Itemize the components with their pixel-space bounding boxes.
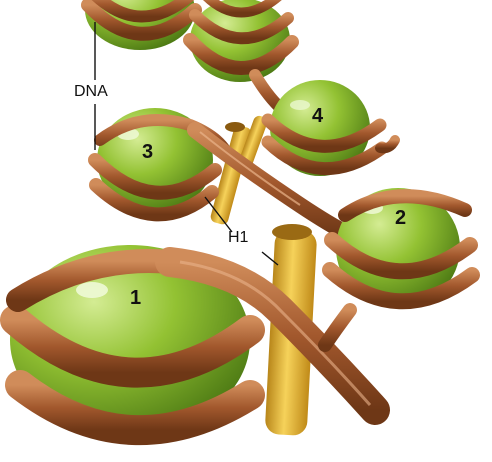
nucleosome-2-label: 2 <box>395 208 406 228</box>
nucleosome-2 <box>330 188 472 308</box>
dna-label: DNA <box>74 84 108 100</box>
nucleosome-top-left <box>85 0 195 50</box>
nucleosome-4-label: 4 <box>312 106 323 126</box>
nucleosome-4 <box>268 80 395 176</box>
nucleosome-3-label: 3 <box>142 142 153 162</box>
h1-label: H1 <box>228 230 248 246</box>
nucleosome-top-right <box>190 0 292 82</box>
nucleosome-1-label: 1 <box>130 288 141 308</box>
